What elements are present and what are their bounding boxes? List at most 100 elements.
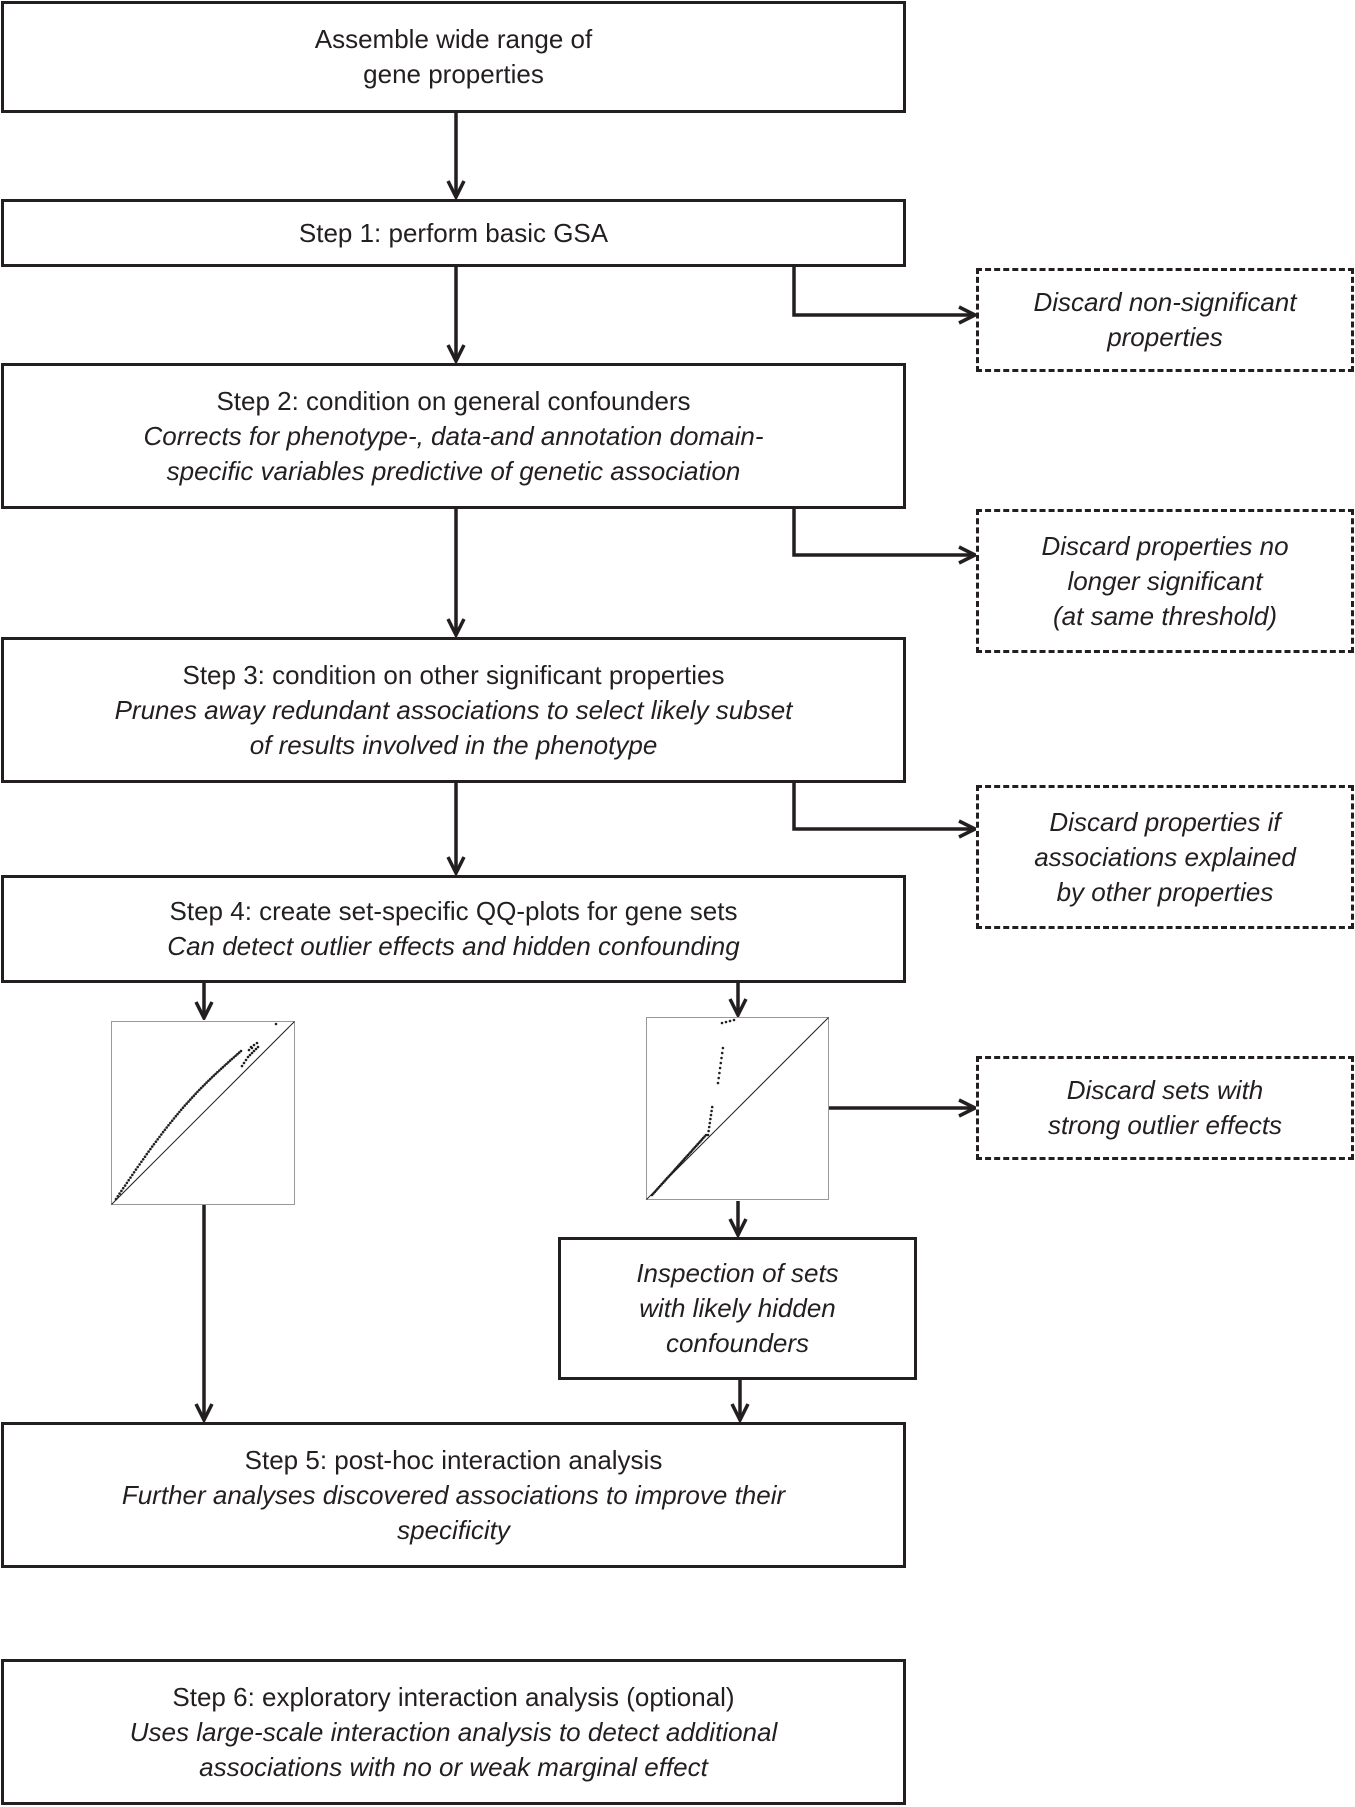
qq-left-point — [237, 1051, 241, 1054]
qq-left-point — [121, 1186, 125, 1190]
qq-left-point — [147, 1150, 150, 1153]
qq-left-point — [154, 1140, 158, 1143]
qq-left-point — [203, 1083, 207, 1086]
qq-right-point — [708, 1121, 712, 1125]
qq-left-point — [247, 1048, 251, 1052]
qq-left-point — [216, 1070, 219, 1074]
qq-left-point — [156, 1138, 159, 1141]
step4-desc-line-1: Can detect outlier effects and hidden co… — [167, 931, 740, 961]
discard-non-significant-box: Discard non-significant properties — [976, 268, 1354, 372]
qq-right-point — [710, 1109, 713, 1113]
qq-right-point — [721, 1046, 725, 1050]
qq-left-point — [250, 1051, 254, 1055]
qq-left-point — [134, 1168, 138, 1171]
arrow-step2-to-discard2 — [792, 508, 975, 555]
qq-plot-right — [646, 1017, 829, 1200]
qq-left-point — [165, 1126, 168, 1129]
qq-left-point — [232, 1056, 236, 1059]
qq-left-point — [160, 1133, 163, 1136]
step3-title: Step 3: condition on other significant p… — [182, 659, 725, 690]
qq-right-point — [732, 1018, 736, 1022]
qq-left-point — [183, 1104, 187, 1107]
discard2-line-1: Discard properties no — [1041, 530, 1289, 561]
qq-right-point — [724, 1020, 728, 1024]
inspection-line-2: with likely hidden — [639, 1293, 836, 1323]
step5-box: Step 5: post-hoc interaction analysis Fu… — [1, 1422, 906, 1568]
discard3-line-2: associations explained — [1034, 841, 1296, 872]
qq-left-point — [116, 1195, 120, 1198]
qq-right-point — [719, 1061, 723, 1065]
qq-left-point — [199, 1086, 203, 1090]
qq-left-point — [256, 1045, 260, 1049]
step4-box: Step 4: create set-specific QQ-plots for… — [1, 875, 906, 983]
discard1-line-1: Discard non-significant — [1033, 287, 1297, 317]
qq-left-point — [176, 1112, 179, 1116]
step5-desc-line-2: specificity — [397, 1514, 510, 1545]
qq-right-point — [706, 1133, 710, 1137]
qq-left-point — [225, 1062, 228, 1066]
qq-right-point — [707, 1125, 711, 1129]
qq-right-point — [716, 1081, 720, 1085]
qq-left-point — [138, 1163, 141, 1166]
qq-left-point — [212, 1074, 216, 1077]
qq-left-point — [143, 1155, 147, 1158]
discard4-line-1: Discard sets with — [1066, 1075, 1264, 1105]
step3-desc-line-2: of results involved in the phenotype — [249, 729, 658, 760]
qq-left-point — [250, 1046, 254, 1050]
qq-left-point — [152, 1142, 156, 1146]
qq-left-point — [218, 1069, 221, 1072]
qq-left-point — [219, 1067, 223, 1071]
step1-box: Step 1: perform basic GSA — [1, 199, 906, 267]
qq-left-point — [192, 1094, 196, 1097]
qq-left-point — [252, 1043, 256, 1047]
qq-right-point — [718, 1071, 721, 1075]
qq-left-point — [208, 1077, 212, 1081]
qq-left-point — [244, 1058, 248, 1062]
step5-desc-line-1: Further analyses discovered associations… — [121, 1479, 786, 1510]
qq-left-point — [230, 1057, 234, 1061]
qq-right-point — [720, 1021, 724, 1025]
qq-right-point — [709, 1117, 712, 1121]
qq-right-point — [728, 1019, 732, 1023]
qq-left-point — [274, 1022, 278, 1026]
qq-left-point — [228, 1059, 232, 1062]
qq-left-point — [190, 1096, 194, 1099]
qq-left-point — [187, 1100, 190, 1103]
qq-right-point — [720, 1056, 723, 1060]
qq-left-point — [114, 1197, 118, 1201]
step6-title: Step 6: exploratory interaction analysis… — [172, 1681, 735, 1712]
qq-left-point — [181, 1106, 185, 1109]
qq-left-point — [201, 1084, 205, 1088]
qq-left-point — [246, 1055, 250, 1059]
qq-left-point — [234, 1054, 237, 1058]
step2-desc-line-1: Corrects for phenotype-, data-and annota… — [143, 420, 764, 451]
qq-left-point — [210, 1076, 214, 1079]
inspection-line-1: Inspection of sets — [636, 1258, 839, 1288]
step2-desc-line-2: specific variables predictive of genetic… — [166, 455, 741, 486]
discard3-line-1: Discard properties if — [1049, 806, 1281, 837]
qq-left-point — [236, 1052, 239, 1056]
qq-right-point — [704, 1133, 708, 1137]
qq-left-point — [185, 1102, 188, 1105]
qq-left-point — [196, 1090, 199, 1094]
qq-left-point — [240, 1064, 244, 1068]
qq-left-point — [120, 1189, 123, 1193]
qq-left-point — [207, 1079, 210, 1083]
arrow-step1-to-discard1 — [792, 267, 975, 315]
step6-desc-line-2: associations with no or weak marginal ef… — [199, 1751, 708, 1782]
qq-left-point — [198, 1088, 201, 1092]
qq-left-point — [205, 1081, 208, 1084]
qq-left-point — [194, 1092, 197, 1095]
qq-left-point — [149, 1147, 152, 1151]
qq-left-point — [161, 1130, 165, 1134]
qq-left-points — [114, 1022, 278, 1201]
step5-title: Step 5: post-hoc interaction analysis — [244, 1444, 663, 1475]
qq-left-point — [214, 1072, 217, 1076]
qq-left-point — [118, 1192, 121, 1195]
step6-box: Step 6: exploratory interaction analysis… — [1, 1659, 906, 1805]
qq-left-point — [132, 1171, 136, 1174]
gene-properties-line-1: Assemble wide range of — [314, 24, 593, 54]
discard3-line-3: by other properties — [1056, 876, 1274, 907]
qq-left-point — [145, 1152, 149, 1156]
